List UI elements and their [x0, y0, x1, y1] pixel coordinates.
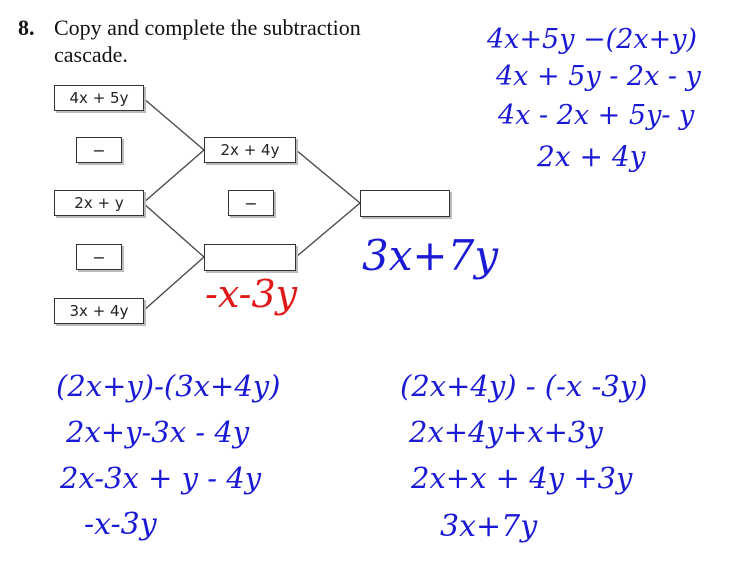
connector-line	[295, 202, 361, 258]
box-right-empty	[360, 190, 450, 217]
handwritten-work-line: 4x + 5y - 2x - y	[496, 61, 701, 92]
question-number: 8.	[18, 15, 35, 40]
handwritten-work-line: (2x+y)-(3x+4y)	[56, 369, 281, 403]
connector-line	[295, 149, 361, 204]
handwritten-work-line: 2x+x + 4y +3y	[411, 461, 633, 495]
minus-operator-box: −	[76, 137, 122, 163]
handwritten-work-line: (2x+4y) - (-x -3y)	[400, 369, 648, 403]
handwritten-work-line: 2x-3x + y - 4y	[60, 461, 262, 495]
handwritten-work-line: -x-3y	[84, 507, 157, 542]
minus-operator-box: −	[76, 244, 122, 270]
handwritten-work-line: 3x+7y	[440, 509, 538, 544]
handwritten-work-line: 4x - 2x + 5y- y	[498, 100, 695, 131]
connector-line	[142, 149, 205, 204]
handwritten-answer-right: 3x+7y	[362, 231, 499, 280]
connector-line	[142, 97, 205, 151]
connector-line	[142, 202, 205, 258]
handwritten-work-line: 2x+4y+x+3y	[409, 415, 603, 449]
handwritten-work-line: 2x + 4y	[537, 140, 646, 173]
handwritten-answer-middle-bottom: -x-3y	[205, 272, 298, 316]
minus-operator-box: −	[228, 190, 274, 216]
box-middle-bottom-empty	[204, 244, 296, 271]
handwritten-work-line: 4x+5y −(2x+y)	[487, 24, 698, 55]
handwritten-work-line: 2x+y-3x - 4y	[66, 415, 250, 449]
box-bottom-left: 3x + 4y	[54, 298, 144, 324]
question-text: Copy and complete the subtraction cascad…	[54, 15, 361, 67]
box-middle-top: 2x + 4y	[204, 137, 296, 163]
box-middle-left: 2x + y	[54, 190, 144, 216]
box-top-left: 4x + 5y	[54, 85, 144, 111]
connector-line	[142, 256, 205, 312]
